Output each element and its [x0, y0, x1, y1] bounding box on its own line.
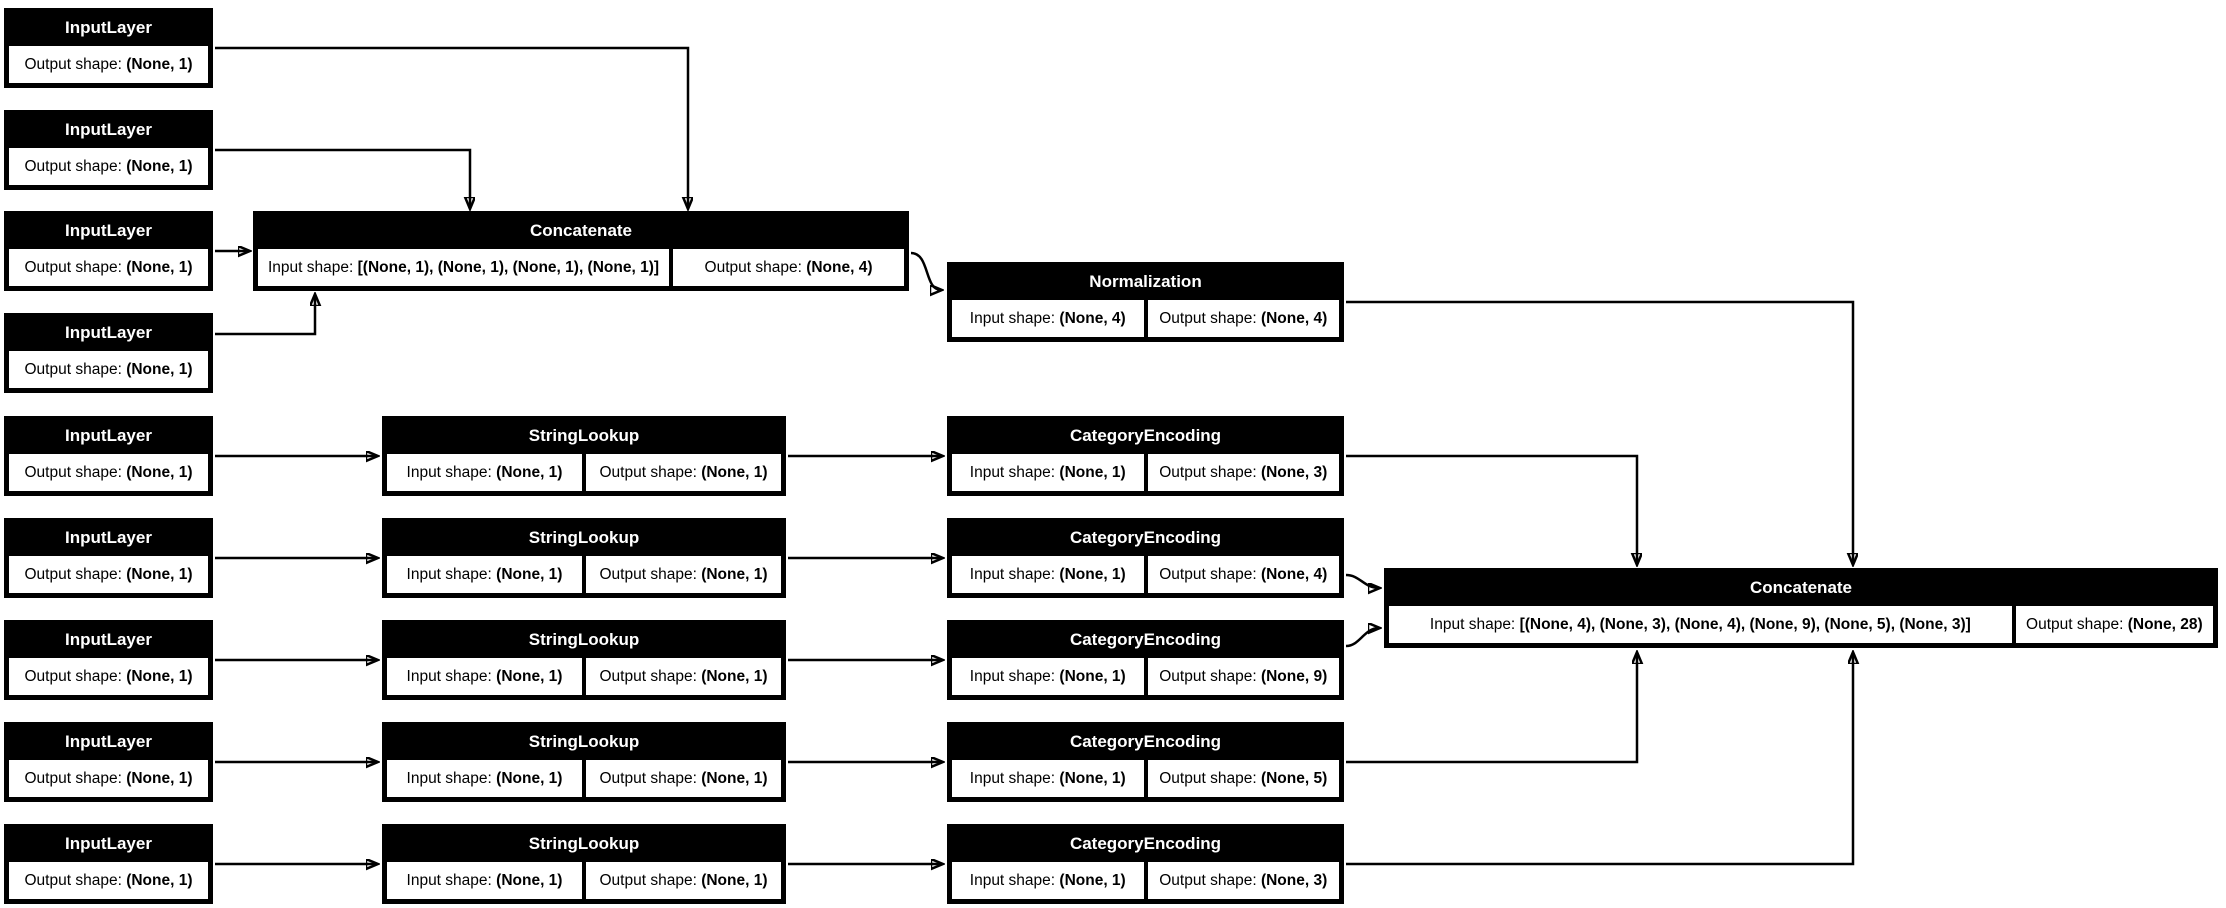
node-title: InputLayer: [65, 528, 152, 547]
node-string-lookup-3: StringLookup Input shape: (None, 1) Outp…: [382, 620, 786, 700]
output-shape-cell: Output shape: (None, 4): [673, 249, 904, 286]
output-shape-cell: Output shape: (None, 28): [2015, 606, 2213, 643]
edge-encoding5-concat2: [1346, 653, 1853, 866]
output-shape-cell: Output shape: (None, 1): [9, 351, 208, 388]
output-shape-cell: Output shape: (None, 1): [9, 46, 208, 83]
node-input-layer-2: InputLayer Output shape: (None, 1): [4, 110, 213, 190]
node-title: StringLookup: [528, 732, 640, 751]
node-title: InputLayer: [65, 18, 152, 37]
output-shape-cell: Output shape: (None, 4): [1147, 300, 1339, 337]
node-title: CategoryEncoding: [1069, 630, 1222, 649]
node-title: CategoryEncoding: [1069, 528, 1222, 547]
node-title: InputLayer: [65, 426, 152, 445]
node-concatenate-1: Concatenate Input shape: [(None, 1), (No…: [253, 211, 909, 291]
node-title: StringLookup: [528, 426, 640, 445]
edge-input2-concat1: [215, 148, 470, 208]
node-title: InputLayer: [65, 630, 152, 649]
node-input-layer-4: InputLayer Output shape: (None, 1): [4, 313, 213, 393]
node-string-lookup-5: StringLookup Input shape: (None, 1) Outp…: [382, 824, 786, 904]
node-title: StringLookup: [528, 630, 640, 649]
node-title: InputLayer: [65, 120, 152, 139]
edge-encoding3-concat2: [1345, 628, 1379, 648]
input-shape-cell: Input shape: [(None, 1), (None, 1), (Non…: [258, 249, 670, 286]
node-category-encoding-3: CategoryEncoding Input shape: (None, 1) …: [947, 620, 1344, 700]
output-shape-cell: Output shape: (None, 1): [9, 148, 208, 185]
output-shape-cell: Output shape: (None, 3): [1147, 454, 1339, 491]
edge-encoding2-concat2: [1345, 573, 1379, 588]
output-shape-cell: Output shape: (None, 1): [586, 760, 781, 797]
node-title: InputLayer: [65, 221, 152, 240]
node-title: StringLookup: [528, 834, 640, 853]
node-input-layer-3: InputLayer Output shape: (None, 1): [4, 211, 213, 291]
edge-concat1-normalization: [910, 251, 941, 290]
node-title: CategoryEncoding: [1069, 732, 1222, 751]
edge-encoding1-concat2: [1346, 454, 1637, 564]
node-category-encoding-2: CategoryEncoding Input shape: (None, 1) …: [947, 518, 1344, 598]
node-category-encoding-5: CategoryEncoding Input shape: (None, 1) …: [947, 824, 1344, 904]
input-shape-cell: Input shape: (None, 1): [387, 862, 582, 899]
input-shape-cell: Input shape: (None, 1): [952, 454, 1144, 491]
input-shape-cell: Input shape: (None, 1): [387, 760, 582, 797]
node-input-layer-7: InputLayer Output shape: (None, 1): [4, 620, 213, 700]
node-string-lookup-1: StringLookup Input shape: (None, 1) Outp…: [382, 416, 786, 496]
node-title: InputLayer: [65, 323, 152, 342]
input-shape-cell: Input shape: (None, 4): [952, 300, 1144, 337]
node-category-encoding-1: CategoryEncoding Input shape: (None, 1) …: [947, 416, 1344, 496]
input-shape-cell: Input shape: (None, 1): [952, 760, 1144, 797]
node-string-lookup-2: StringLookup Input shape: (None, 1) Outp…: [382, 518, 786, 598]
output-shape-cell: Output shape: (None, 1): [9, 454, 208, 491]
output-shape-cell: Output shape: (None, 1): [586, 658, 781, 695]
input-shape-cell: Input shape: (None, 1): [952, 556, 1144, 593]
node-title: CategoryEncoding: [1069, 834, 1222, 853]
output-shape-cell: Output shape: (None, 4): [1147, 556, 1339, 593]
output-shape-cell: Output shape: (None, 1): [9, 760, 208, 797]
node-title: CategoryEncoding: [1069, 426, 1222, 445]
node-title: InputLayer: [65, 834, 152, 853]
edge-input4-concat1: [215, 295, 315, 336]
node-input-layer-1: InputLayer Output shape: (None, 1): [4, 8, 213, 88]
output-shape-cell: Output shape: (None, 1): [586, 556, 781, 593]
node-title: Concatenate: [529, 221, 633, 240]
node-input-layer-8: InputLayer Output shape: (None, 1): [4, 722, 213, 802]
output-shape-cell: Output shape: (None, 1): [586, 454, 781, 491]
node-concatenate-2: Concatenate Input shape: [(None, 4), (No…: [1384, 568, 2218, 648]
node-input-layer-9: InputLayer Output shape: (None, 1): [4, 824, 213, 904]
input-shape-cell: Input shape: (None, 1): [952, 658, 1144, 695]
output-shape-cell: Output shape: (None, 1): [9, 862, 208, 899]
edge-normalization-concat2: [1346, 300, 1853, 564]
output-shape-cell: Output shape: (None, 1): [9, 556, 208, 593]
input-shape-cell: Input shape: (None, 1): [387, 454, 582, 491]
node-category-encoding-4: CategoryEncoding Input shape: (None, 1) …: [947, 722, 1344, 802]
output-shape-cell: Output shape: (None, 3): [1147, 862, 1339, 899]
input-shape-cell: Input shape: (None, 1): [387, 658, 582, 695]
node-title: Concatenate: [1749, 578, 1853, 597]
input-shape-cell: Input shape: [(None, 4), (None, 3), (Non…: [1389, 606, 2012, 643]
node-input-layer-6: InputLayer Output shape: (None, 1): [4, 518, 213, 598]
edge-input1-concat1: [215, 46, 688, 208]
node-title: InputLayer: [65, 732, 152, 751]
node-normalization: Normalization Input shape: (None, 4) Out…: [947, 262, 1344, 342]
node-title: Normalization: [1089, 272, 1202, 291]
node-title: StringLookup: [528, 528, 640, 547]
node-string-lookup-4: StringLookup Input shape: (None, 1) Outp…: [382, 722, 786, 802]
input-shape-cell: Input shape: (None, 1): [952, 862, 1144, 899]
node-input-layer-5: InputLayer Output shape: (None, 1): [4, 416, 213, 496]
output-shape-cell: Output shape: (None, 1): [9, 658, 208, 695]
output-shape-cell: Output shape: (None, 9): [1147, 658, 1339, 695]
edge-encoding4-concat2: [1346, 653, 1637, 764]
output-shape-cell: Output shape: (None, 5): [1147, 760, 1339, 797]
output-shape-cell: Output shape: (None, 1): [586, 862, 781, 899]
output-shape-cell: Output shape: (None, 1): [9, 249, 208, 286]
input-shape-cell: Input shape: (None, 1): [387, 556, 582, 593]
